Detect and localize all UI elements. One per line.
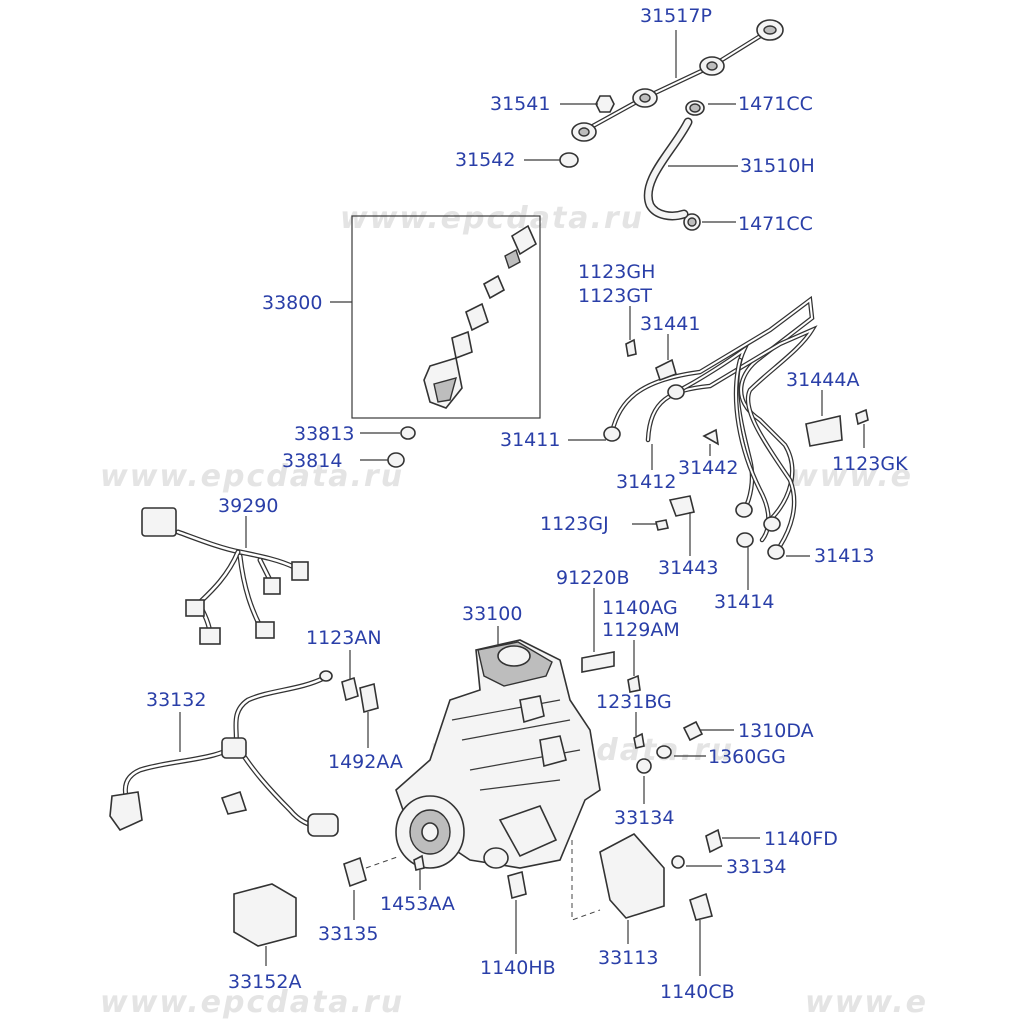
clamp-31443 bbox=[668, 495, 695, 517]
clamp-31442 bbox=[702, 428, 720, 446]
watermark: www.epcdata.ru bbox=[100, 985, 404, 1020]
bracket-91220B bbox=[581, 651, 615, 673]
label-1492AA: 1492AA bbox=[328, 751, 403, 773]
label-33814: 33814 bbox=[282, 450, 342, 472]
leader-lines bbox=[179, 30, 865, 976]
washer-1360GG bbox=[656, 745, 672, 759]
label-33152A: 33152A bbox=[228, 971, 301, 993]
watermark: www.e bbox=[790, 459, 913, 494]
injection-pipe-set bbox=[603, 295, 818, 560]
watermark: www.e bbox=[805, 985, 928, 1020]
label-31412: 31412 bbox=[616, 471, 676, 493]
bolt-1231BG bbox=[633, 732, 645, 749]
label-1123GK: 1123GK bbox=[832, 453, 908, 475]
washer-33134-a bbox=[636, 758, 652, 774]
bolt-1123GH bbox=[625, 338, 637, 357]
watermark: www.epcdata.ru bbox=[340, 201, 644, 236]
label-31517P: 31517P bbox=[640, 5, 712, 27]
label-31411: 31411 bbox=[500, 429, 560, 451]
label-31442: 31442 bbox=[678, 457, 738, 479]
bolt-1123GK bbox=[855, 408, 869, 426]
bracket-33113 bbox=[599, 832, 665, 919]
washer-33813 bbox=[400, 426, 416, 440]
injector-assembly-33800 bbox=[423, 224, 538, 409]
label-1453AA: 1453AA bbox=[380, 893, 455, 915]
label-1123GH: 1123GH bbox=[578, 261, 655, 283]
wiring-harness-33132 bbox=[109, 670, 339, 837]
pin-1453AA bbox=[413, 854, 425, 871]
clamp-31441 bbox=[655, 358, 677, 382]
bolt-1140FD bbox=[705, 828, 723, 854]
injector-kit-box bbox=[351, 215, 541, 419]
label-1471CC: 1471CC bbox=[738, 213, 813, 235]
label-91220B: 91220B bbox=[556, 567, 629, 589]
bolt-1140HB bbox=[507, 870, 527, 900]
clip-1492AA bbox=[359, 682, 379, 714]
nut-1310DA bbox=[682, 720, 704, 742]
label-33132: 33132 bbox=[146, 689, 206, 711]
label-33134: 33134 bbox=[614, 807, 674, 829]
label-1140AG: 1140AG bbox=[602, 597, 678, 619]
label-33813: 33813 bbox=[294, 423, 354, 445]
label-31444A: 31444A bbox=[786, 369, 859, 391]
bolt-1140CB bbox=[689, 892, 713, 921]
wiring-harness-39290 bbox=[141, 507, 309, 645]
label-33100: 33100 bbox=[462, 603, 522, 625]
label-31510H: 31510H bbox=[740, 155, 815, 177]
bolt-1123AN bbox=[341, 676, 359, 702]
label-33113: 33113 bbox=[598, 947, 658, 969]
label-33134: 33134 bbox=[726, 856, 786, 878]
washer-33814 bbox=[387, 452, 405, 468]
cover-33152A bbox=[233, 883, 297, 947]
label-31541: 31541 bbox=[490, 93, 550, 115]
washer-33134-b bbox=[671, 855, 685, 869]
label-1123GT: 1123GT bbox=[578, 285, 652, 307]
label-31542: 31542 bbox=[455, 149, 515, 171]
label-1123GJ: 1123GJ bbox=[540, 513, 609, 535]
clamp-31444A bbox=[805, 415, 843, 447]
label-1123AN: 1123AN bbox=[306, 627, 382, 649]
label-1360GG: 1360GG bbox=[708, 746, 786, 768]
label-1129AM: 1129AM bbox=[602, 619, 680, 641]
part-labels: 31517P 31541 1471CC 31542 31510H 1471CC … bbox=[146, 5, 908, 1003]
label-33135: 33135 bbox=[318, 923, 378, 945]
label-33800: 33800 bbox=[262, 292, 322, 314]
label-31443: 31443 bbox=[658, 557, 718, 579]
label-1140FD: 1140FD bbox=[764, 828, 838, 850]
watermark: www.epcdata.ru bbox=[100, 459, 404, 494]
label-31413: 31413 bbox=[814, 545, 874, 567]
label-1471CC: 1471CC bbox=[738, 93, 813, 115]
bolt-1140AG bbox=[627, 674, 641, 693]
label-1310DA: 1310DA bbox=[738, 720, 814, 742]
return-pipe-31517P bbox=[559, 19, 784, 231]
label-1140CB: 1140CB bbox=[660, 981, 735, 1003]
bolt-1123GJ bbox=[655, 519, 669, 531]
label-31414: 31414 bbox=[714, 591, 774, 613]
label-1140HB: 1140HB bbox=[480, 957, 556, 979]
label-39290: 39290 bbox=[218, 495, 278, 517]
injection-pump-33100 bbox=[395, 639, 601, 869]
label-31441: 31441 bbox=[640, 313, 700, 335]
nut-33135 bbox=[343, 856, 367, 888]
fuel-hose-31510H bbox=[643, 117, 693, 221]
label-1231BG: 1231BG bbox=[596, 691, 672, 713]
